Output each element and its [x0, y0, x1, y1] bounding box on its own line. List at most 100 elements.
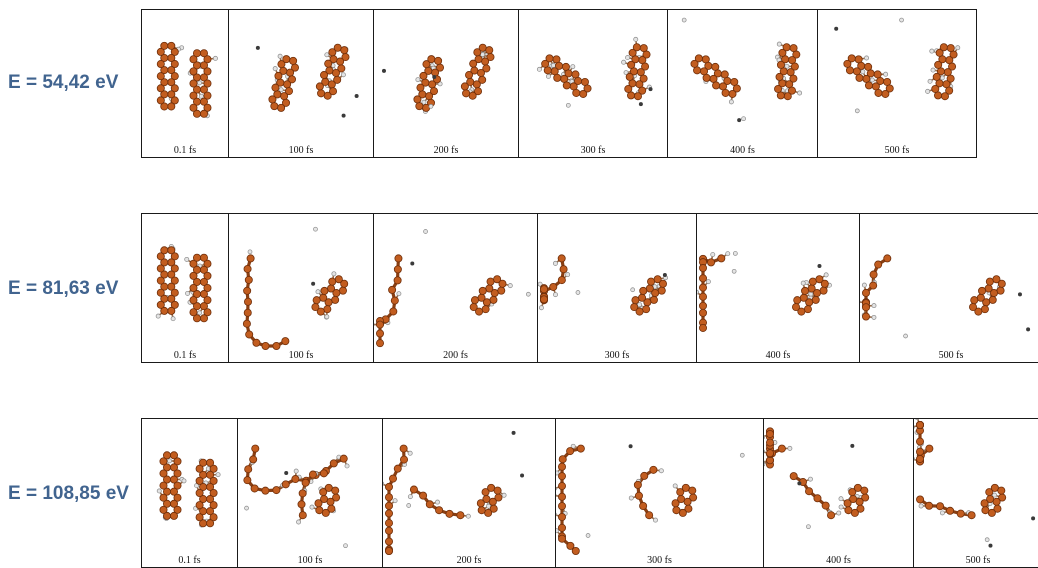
snapshot-panel: 300 fs	[519, 10, 668, 157]
carbon-atom	[558, 463, 565, 470]
hydrogen-atom	[551, 63, 555, 67]
hydrogen-atom	[393, 499, 397, 503]
carbon-atom	[986, 278, 993, 285]
carbon-atom	[290, 57, 297, 64]
carbon-atom	[554, 74, 561, 81]
molecule-view	[142, 419, 237, 567]
hydrogen-atom	[839, 497, 843, 501]
molecule	[269, 54, 299, 111]
snapshot-panel: 500 fs	[860, 214, 1038, 362]
carbon-atom	[420, 492, 427, 499]
carbon-atom	[820, 287, 827, 294]
carbon-atom	[394, 266, 401, 273]
carbon-atom	[559, 456, 566, 463]
carbon-atom	[940, 44, 947, 51]
carbon-atom	[925, 502, 932, 509]
carbon-atom	[776, 73, 783, 80]
carbon-atom	[777, 61, 784, 68]
hydrogen-atom	[167, 459, 171, 463]
molecule	[622, 37, 652, 100]
carbon-atom	[978, 287, 985, 294]
hydrogen-atom	[435, 500, 439, 504]
carbon-atom	[339, 287, 346, 294]
carbon-atom	[882, 90, 889, 97]
molecule	[194, 459, 221, 527]
carbon-atom	[640, 502, 647, 509]
hydrogen-atom	[199, 94, 203, 98]
hydrogen-atom	[862, 283, 866, 287]
carbon-atom	[244, 287, 251, 294]
carbon-atom	[329, 278, 336, 285]
fragment-atom	[344, 544, 348, 548]
hydrogen-atom	[884, 72, 888, 76]
carbon-atom	[193, 254, 200, 261]
carbon-atom	[253, 339, 260, 346]
carbon-atom	[558, 513, 565, 520]
carbon-atom	[196, 477, 203, 484]
hydrogen-atom	[156, 314, 160, 318]
carbon-atom	[699, 293, 706, 300]
snapshot-strip-row-1: 0.1 fs 100 fs 200 fs 300 fs 400 fs 500 f…	[141, 9, 977, 158]
snapshot-strip-row-3: 0.1 fs 100 fs 200 fs 300 fs 400 fs 500 f…	[141, 418, 1038, 568]
hydrogen-atom	[809, 292, 813, 296]
carbon-atom	[432, 69, 439, 76]
carbon-atom	[157, 97, 164, 104]
carbon-atom	[281, 93, 288, 100]
carbon-atom	[658, 287, 665, 294]
carbon-atom	[707, 259, 714, 266]
carbon-atom	[250, 456, 257, 463]
hydrogen-atom	[940, 76, 944, 80]
carbon-atom	[385, 527, 392, 534]
carbon-atom	[190, 272, 197, 279]
carbon-atom	[977, 294, 984, 301]
carbon-atom	[446, 510, 453, 517]
hydrogen-atom	[940, 511, 944, 515]
hydrogen-atom	[926, 89, 930, 93]
carbon-atom	[262, 487, 269, 494]
carbon-atom	[320, 71, 327, 78]
energy-label-row-3: E = 108,85 eV	[8, 483, 129, 505]
carbon-atom	[252, 445, 259, 452]
fragment-atom	[512, 431, 516, 435]
fragment-atom	[566, 103, 570, 107]
carbon-atom	[650, 296, 657, 303]
molecule	[914, 419, 933, 465]
carbon-atom	[168, 42, 175, 49]
carbon-atom	[385, 483, 392, 490]
fragment-atom	[740, 453, 744, 457]
carbon-atom	[916, 438, 923, 445]
carbon-atom	[861, 487, 868, 494]
time-label: 300 fs	[519, 145, 667, 156]
carbon-atom	[196, 489, 203, 496]
fragment-atom	[311, 282, 315, 286]
fragment-atom	[313, 227, 317, 231]
carbon-atom	[634, 481, 641, 488]
hydrogen-atom	[197, 311, 201, 315]
carbon-atom	[498, 287, 505, 294]
carbon-atom	[563, 82, 570, 89]
carbon-atom	[790, 44, 797, 51]
carbon-atom	[487, 278, 494, 285]
carbon-atom	[712, 82, 719, 89]
carbon-atom	[196, 514, 203, 521]
fragment-atom	[256, 46, 260, 50]
fragment-atom	[382, 69, 386, 73]
carbon-atom	[244, 265, 251, 272]
carbon-atom	[278, 104, 285, 111]
carbon-atom	[207, 459, 214, 466]
carbon-atom	[558, 524, 565, 531]
carbon-atom	[580, 90, 587, 97]
molecule	[188, 50, 217, 118]
molecule-view	[229, 214, 373, 362]
molecule	[312, 272, 348, 320]
hydrogen-atom	[824, 273, 828, 277]
carbon-atom	[800, 294, 807, 301]
carbon-atom	[699, 275, 706, 282]
carbon-atom	[269, 96, 276, 103]
molecule-view	[538, 214, 696, 362]
hydrogen-atom	[553, 293, 557, 297]
fragment-atom	[855, 109, 859, 113]
fragment-atom	[407, 504, 411, 508]
molecule	[697, 252, 730, 332]
molecule	[408, 486, 470, 519]
